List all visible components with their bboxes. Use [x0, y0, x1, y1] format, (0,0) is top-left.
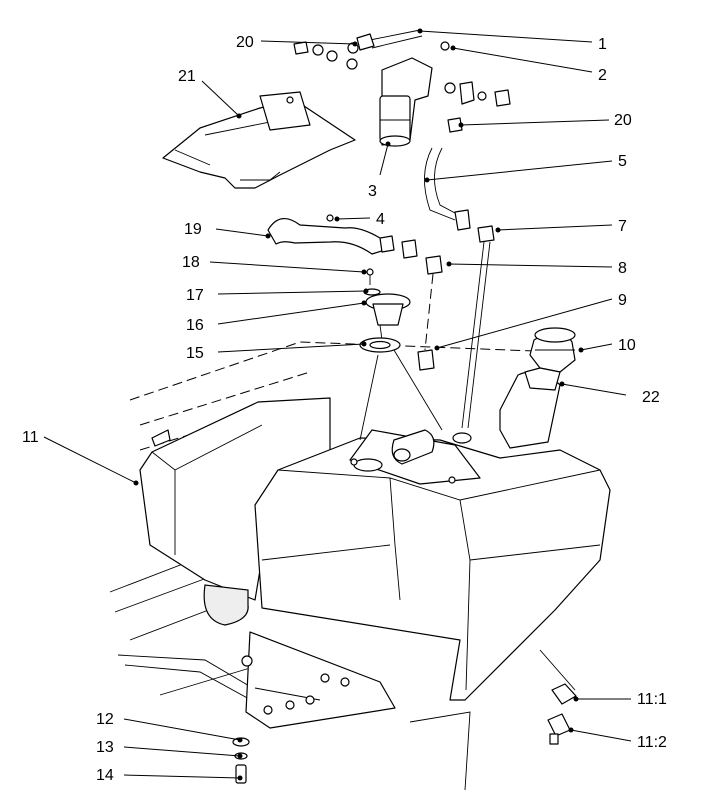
callout-11: 11	[22, 429, 39, 446]
leader-lines	[43, 28, 632, 781]
callout-4: 4	[376, 211, 385, 228]
callout-11-1: 11:1	[637, 691, 667, 708]
callout-20-top: 20	[236, 34, 254, 51]
callout-17: 17	[186, 287, 204, 304]
callout-15: 15	[186, 345, 204, 362]
callout-12: 12	[96, 711, 114, 728]
callout-13: 13	[96, 739, 114, 756]
fuel-tank	[139, 371, 611, 701]
callout-2: 2	[598, 67, 607, 84]
callout-21: 21	[178, 68, 196, 85]
filter-bracket	[162, 91, 356, 189]
tank-clips	[547, 683, 577, 745]
callout-18: 18	[182, 254, 200, 271]
callout-14: 14	[96, 767, 114, 784]
callout-8: 8	[618, 260, 627, 277]
callout-3: 3	[368, 183, 377, 200]
callout-5: 5	[618, 153, 627, 170]
callout-16: 16	[186, 317, 204, 334]
callout-20-right: 20	[614, 112, 632, 129]
callout-labels: 1 2 3 4 5 7 8 9 10 11 11:1 11:2 12 13 14…	[22, 34, 667, 784]
callout-19: 19	[184, 221, 202, 238]
mounting-bracket	[241, 631, 396, 729]
callout-11-2: 11:2	[637, 734, 667, 751]
callout-7: 7	[618, 218, 627, 235]
fuel-filter	[379, 57, 433, 147]
callout-10: 10	[618, 337, 636, 354]
callout-1: 1	[598, 36, 607, 53]
callout-22: 22	[642, 389, 660, 406]
fuel-gauge-sender	[359, 268, 443, 465]
callout-9: 9	[618, 292, 627, 309]
fuel-cap	[524, 327, 576, 391]
